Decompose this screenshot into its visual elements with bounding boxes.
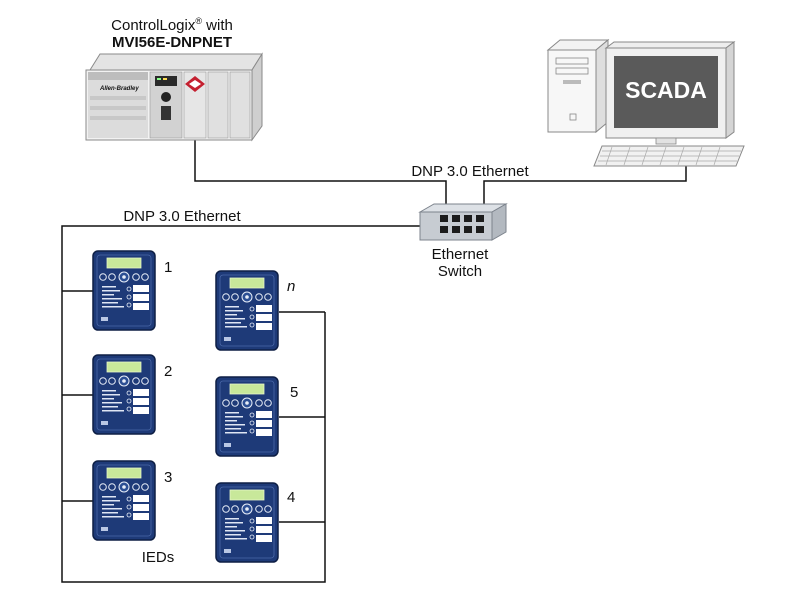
ied-label: n — [287, 278, 295, 295]
ied-label: 2 — [164, 363, 172, 380]
ied-label: 4 — [287, 489, 295, 506]
controller-title-line1: ControlLogix® with — [111, 16, 233, 34]
ied-relay-icon — [92, 250, 156, 331]
wire-switch-to-bus — [61, 225, 420, 583]
ethernet-switch-icon — [418, 203, 508, 241]
scada-label: SCADA — [625, 77, 707, 103]
ied-device-3: 3 — [92, 460, 172, 541]
ied-label: 3 — [164, 469, 172, 486]
switch-label-line2: Switch — [438, 263, 482, 280]
brand-label: Allen-Bradley — [99, 86, 139, 92]
scada-workstation-icon: SCADA — [546, 38, 745, 167]
ied-device-2: 2 — [92, 354, 172, 435]
ied-label: 5 — [290, 384, 298, 401]
ied-device-n: n — [215, 270, 295, 351]
ied-device-5: 5 — [215, 376, 298, 457]
controllogix-chassis-icon: Allen-Bradley — [85, 52, 263, 142]
ieds-group-label: IEDs — [142, 549, 175, 566]
controller-title-line2: MVI56E-DNPNET — [112, 34, 232, 51]
ied-relay-icon — [92, 460, 156, 541]
ied-relay-icon — [215, 376, 279, 457]
ied-device-1: 1 — [92, 250, 172, 331]
wire-scada-to-switch — [483, 162, 687, 206]
switch-label-line1: Ethernet — [432, 246, 490, 263]
network-label-left: DNP 3.0 Ethernet — [123, 208, 241, 225]
ied-device-4: 4 — [215, 482, 295, 563]
network-label-top: DNP 3.0 Ethernet — [411, 163, 529, 180]
wire-controller-to-switch — [194, 138, 447, 206]
ied-relay-icon — [92, 354, 156, 435]
wiring — [61, 138, 687, 583]
ied-relay-icon — [215, 270, 279, 351]
ied-relay-icon — [215, 482, 279, 563]
ied-label: 1 — [164, 259, 172, 276]
